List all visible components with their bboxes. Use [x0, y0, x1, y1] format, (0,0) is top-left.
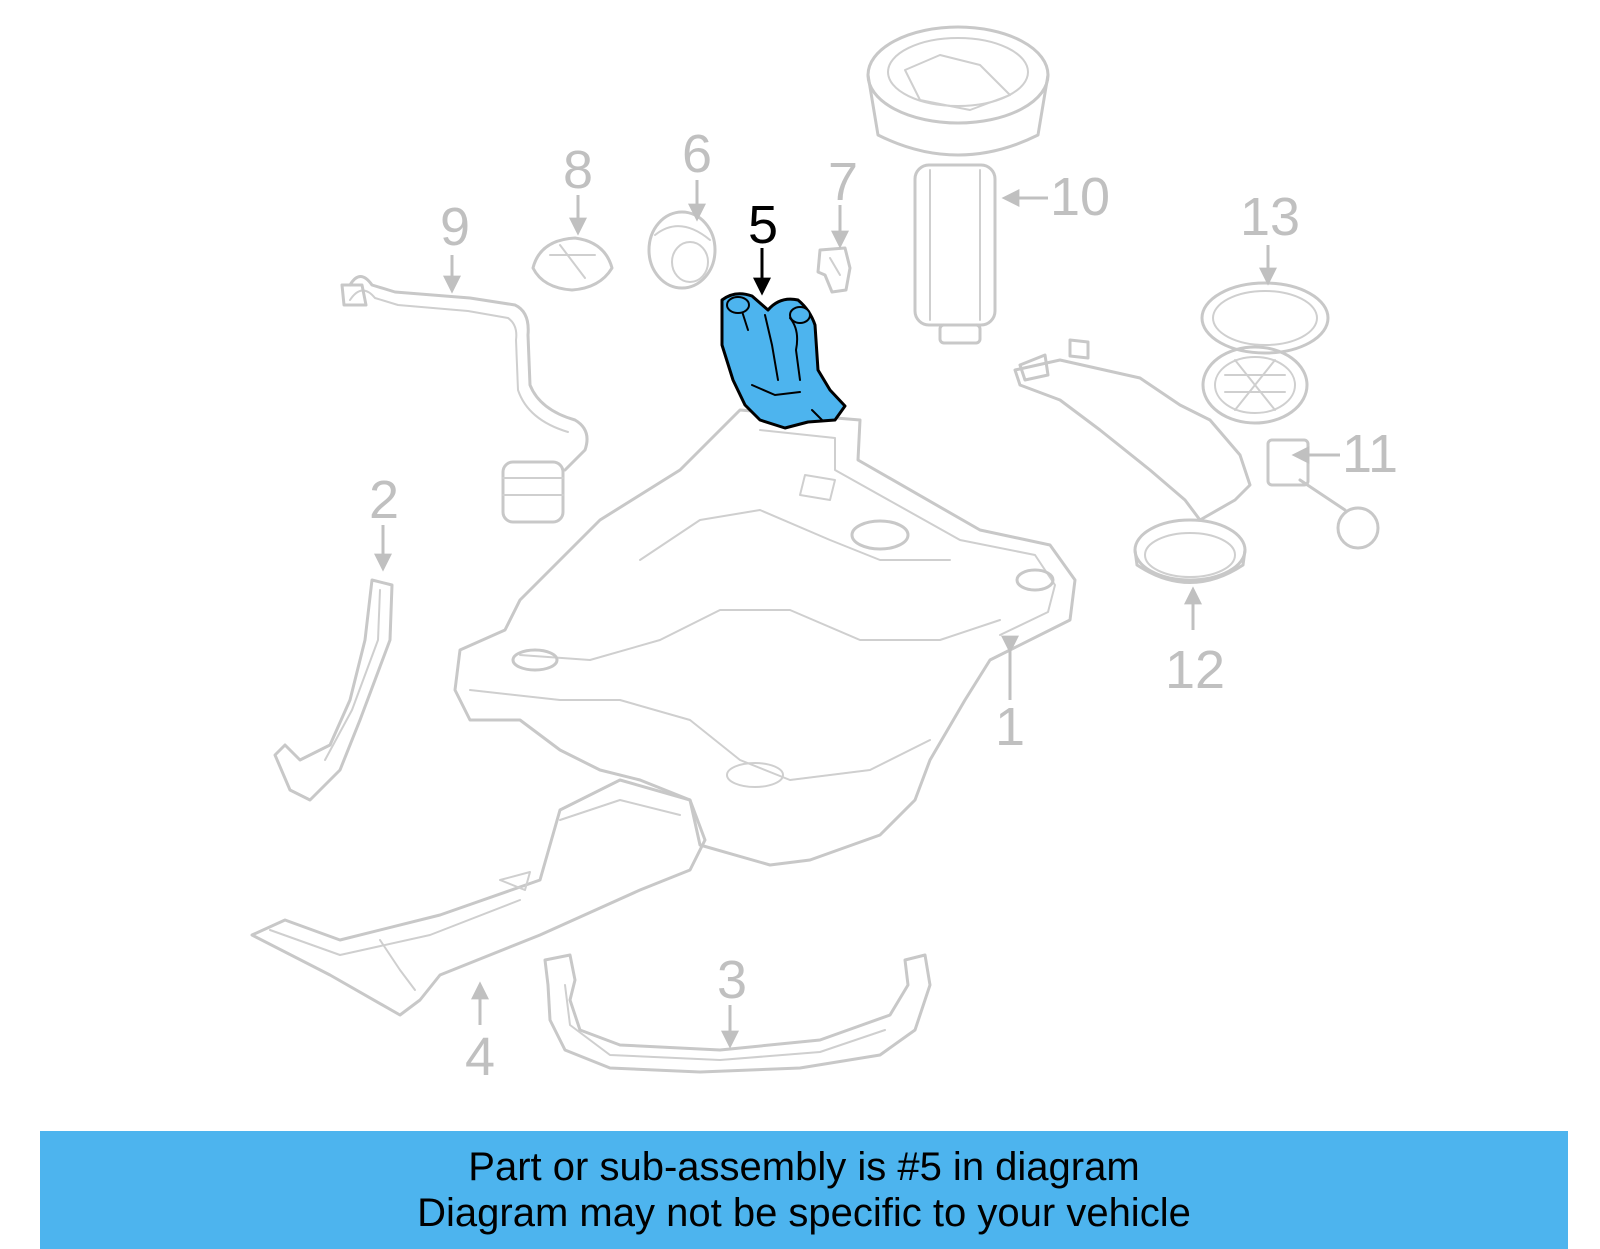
callout-4: 4 — [465, 1027, 495, 1087]
part-5-highlighted-bracket — [720, 292, 847, 430]
part-8-cap — [531, 236, 614, 292]
parts-diagram: 1 2 3 4 5 6 7 8 9 10 11 12 13 — [250, 25, 1398, 1087]
part-3-strap — [543, 953, 932, 1074]
info-banner: Part or sub-assembly is #5 in diagram Di… — [40, 1131, 1568, 1249]
part-9-vent-line — [340, 275, 589, 524]
part-2-strap — [273, 578, 394, 802]
part-12-seal-ring — [1133, 518, 1247, 584]
callout-1: 1 — [995, 697, 1025, 757]
part-10-fuel-pump — [866, 25, 1050, 345]
callout-2: 2 — [369, 470, 399, 530]
banner-line-part-number: Part or sub-assembly is #5 in diagram — [468, 1145, 1140, 1189]
callout-leaders — [374, 180, 1340, 1049]
callout-6: 6 — [682, 124, 712, 184]
part-1-fuel-tank — [453, 408, 1077, 867]
part-7-clip — [816, 246, 852, 294]
part-13-seal-ring — [1200, 281, 1330, 355]
callout-13: 13 — [1240, 187, 1300, 247]
part-4-shield — [250, 778, 707, 1017]
banner-line-disclaimer: Diagram may not be specific to your vehi… — [417, 1191, 1191, 1235]
callout-9: 9 — [440, 197, 470, 257]
callout-3: 3 — [717, 950, 747, 1010]
callout-8: 8 — [563, 140, 593, 200]
callout-7: 7 — [828, 152, 858, 212]
callout-11: 11 — [1342, 424, 1398, 484]
callout-5: 5 — [748, 195, 778, 255]
part-11-level-sender — [1013, 338, 1380, 550]
part-6-filler-cap — [647, 210, 717, 290]
callout-10: 10 — [1050, 167, 1110, 227]
callout-12: 12 — [1165, 640, 1225, 700]
